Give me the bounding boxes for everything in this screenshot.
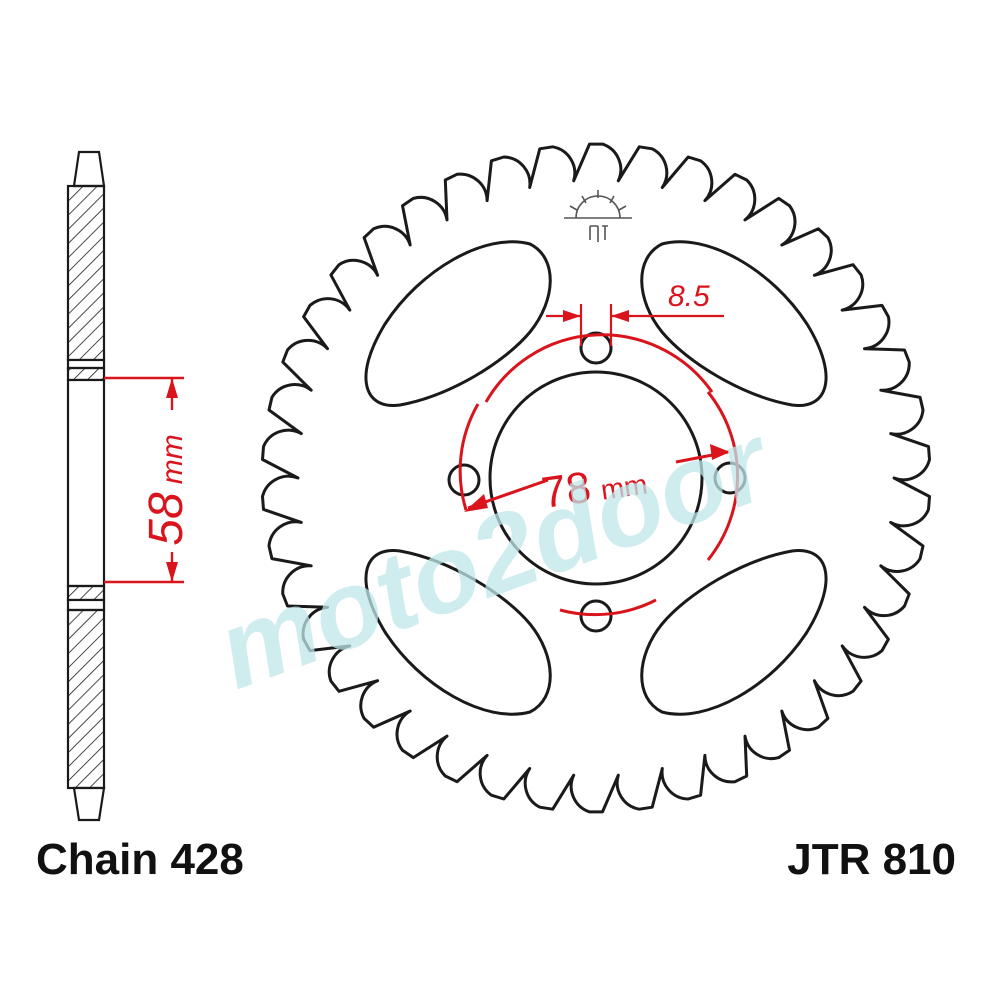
bolt-hole-arrow-left bbox=[563, 310, 581, 322]
side-profile-lower-hatch bbox=[66, 608, 106, 790]
bolt-circle-arc-right bbox=[706, 391, 740, 561]
bolt-circle-arrow-left bbox=[464, 494, 488, 512]
side-profile-upper-step bbox=[66, 358, 106, 370]
bolt-circle-number: 78 bbox=[539, 463, 594, 518]
lightening-hole-lower-right bbox=[640, 549, 828, 716]
hub-width-label: 58 mm bbox=[140, 434, 193, 545]
bolt-circle-arc-left bbox=[458, 403, 480, 511]
side-profile-upper-hatch bbox=[66, 184, 106, 362]
lightening-hole-upper-left bbox=[364, 240, 552, 407]
bolt-circle-arc-bottom bbox=[559, 598, 657, 617]
lightening-holes bbox=[364, 240, 828, 716]
side-profile-hub bbox=[66, 378, 106, 588]
bolt-hole-dimension bbox=[546, 304, 724, 346]
bolt-hole-label: 8.5 bbox=[668, 280, 710, 313]
hub-width-arrow-bottom bbox=[166, 562, 178, 582]
bolt-hole-top bbox=[579, 331, 613, 365]
side-profile-upper-flange-hatch bbox=[66, 366, 106, 382]
bolt-circle-unit: mm bbox=[599, 469, 650, 506]
side-profile-lower-flange-hatch bbox=[66, 584, 106, 602]
lightening-hole-upper-right bbox=[640, 240, 828, 407]
hub-width-dimension bbox=[104, 376, 184, 584]
jt-sunrise-logo-icon bbox=[564, 190, 632, 242]
chain-size-caption: Chain 428 bbox=[36, 835, 244, 884]
side-profile-top-tip bbox=[72, 150, 106, 188]
bolt-hole-left bbox=[447, 463, 481, 497]
side-profile-lower-step bbox=[66, 598, 106, 612]
hub-width-arrow-top bbox=[166, 378, 178, 398]
side-profile bbox=[66, 150, 106, 822]
center-bore bbox=[488, 370, 704, 586]
side-profile-bottom-tip bbox=[72, 786, 106, 822]
hub-width-unit: mm bbox=[156, 434, 189, 484]
bolt-hole-arrow-right bbox=[611, 310, 629, 322]
bolt-circle-arc-top bbox=[484, 333, 714, 403]
part-number-caption: JTR 810 bbox=[787, 835, 956, 884]
bolt-circle-arrow-right bbox=[710, 444, 730, 460]
lightening-hole-lower-left bbox=[364, 549, 552, 716]
sprocket-front-view bbox=[261, 142, 931, 814]
hub-width-number: 58 bbox=[140, 492, 193, 546]
